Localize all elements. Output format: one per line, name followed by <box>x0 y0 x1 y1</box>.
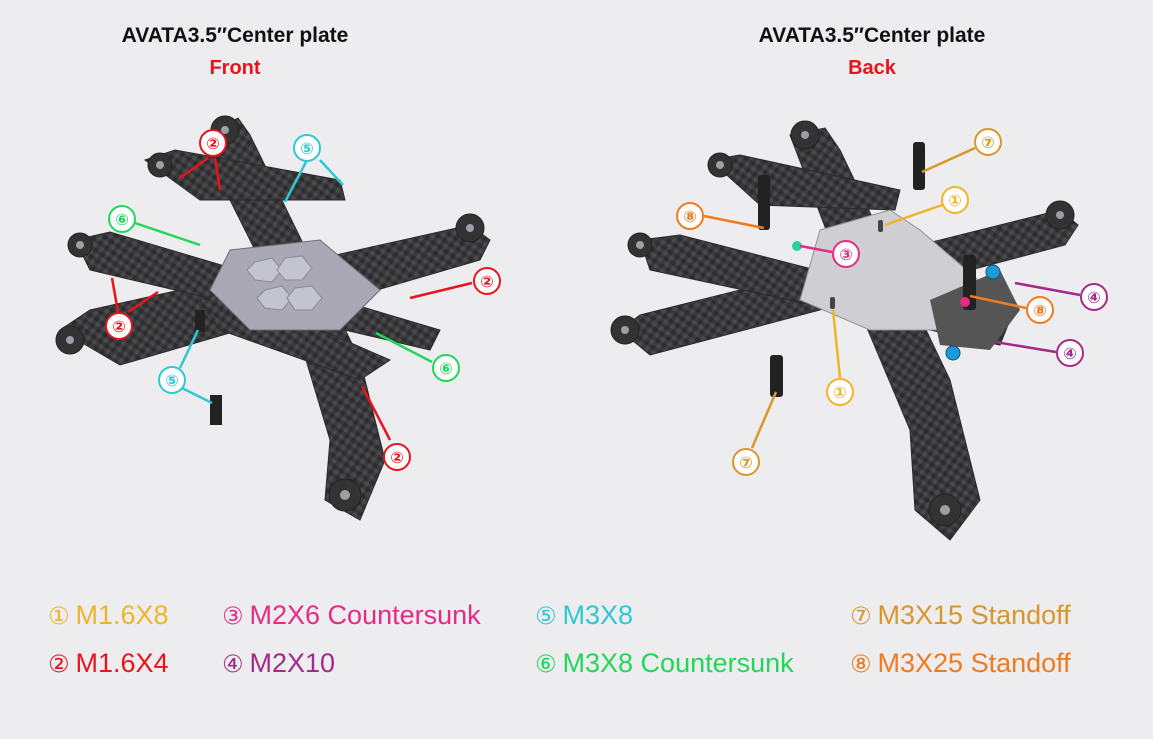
front-callout-circle <box>293 134 321 162</box>
front-callout-number: ⑥ <box>439 359 453 378</box>
back-callout-number: ⑦ <box>739 453 753 472</box>
back-callout-circle <box>826 378 854 406</box>
front-callout-number: ② <box>112 317 126 336</box>
back-callout-circle <box>676 202 704 230</box>
front-callout-circle <box>199 129 227 157</box>
front-callout-number: ⑤ <box>300 139 314 158</box>
back-callout-number: ⑧ <box>1033 301 1047 320</box>
front-callout-circle <box>105 312 133 340</box>
front-subtitle: Front <box>209 57 261 79</box>
front-callouts <box>110 156 473 441</box>
back-callout-circle <box>1080 283 1108 311</box>
front-callout-circle <box>108 205 136 233</box>
back-callouts <box>703 146 1081 449</box>
front-frame <box>55 115 491 521</box>
back-standoff-m3x15-bottom <box>770 355 783 397</box>
front-callout-number: ⑤ <box>165 371 179 390</box>
front-center-plate <box>209 239 381 331</box>
front-standoff <box>210 395 222 425</box>
front-arm-top <box>143 149 346 201</box>
back-callout-number: ③ <box>839 245 853 264</box>
back-callout-number: ⑧ <box>683 207 697 226</box>
back-frame <box>610 120 1079 541</box>
front-callout-circle <box>432 354 460 382</box>
back-arm-top <box>708 154 901 211</box>
front-callout-circle <box>383 443 411 471</box>
front-callout-circle <box>158 366 186 394</box>
back-callout-number: ④ <box>1063 344 1077 363</box>
back-title: AVATA3.5″Center plate <box>758 24 986 47</box>
front-callout-number: ⑥ <box>115 210 129 229</box>
back-callout-circle <box>832 240 860 268</box>
front-callout-number: ② <box>206 134 220 153</box>
back-callout-circle <box>1026 296 1054 324</box>
back-callout-circle <box>732 448 760 476</box>
front-title: AVATA3.5″Center plate <box>121 24 349 47</box>
back-callout-number: ① <box>948 191 962 210</box>
front-callout-number: ② <box>390 448 404 467</box>
back-callout-number: ④ <box>1087 288 1101 307</box>
back-subtitle: Back <box>848 57 896 79</box>
back-callout-number: ⑦ <box>981 133 995 152</box>
back-callout-circle <box>1056 339 1084 367</box>
front-callout-circle <box>473 267 501 295</box>
back-callout-number: ① <box>833 383 847 402</box>
back-standoff-m3x25-left <box>758 175 770 230</box>
back-mount-block <box>930 270 1020 350</box>
back-callout-circle <box>974 128 1002 156</box>
back-callout-circle <box>941 186 969 214</box>
front-callout-number: ② <box>480 272 494 291</box>
back-standoff-m3x15-top <box>913 142 925 190</box>
